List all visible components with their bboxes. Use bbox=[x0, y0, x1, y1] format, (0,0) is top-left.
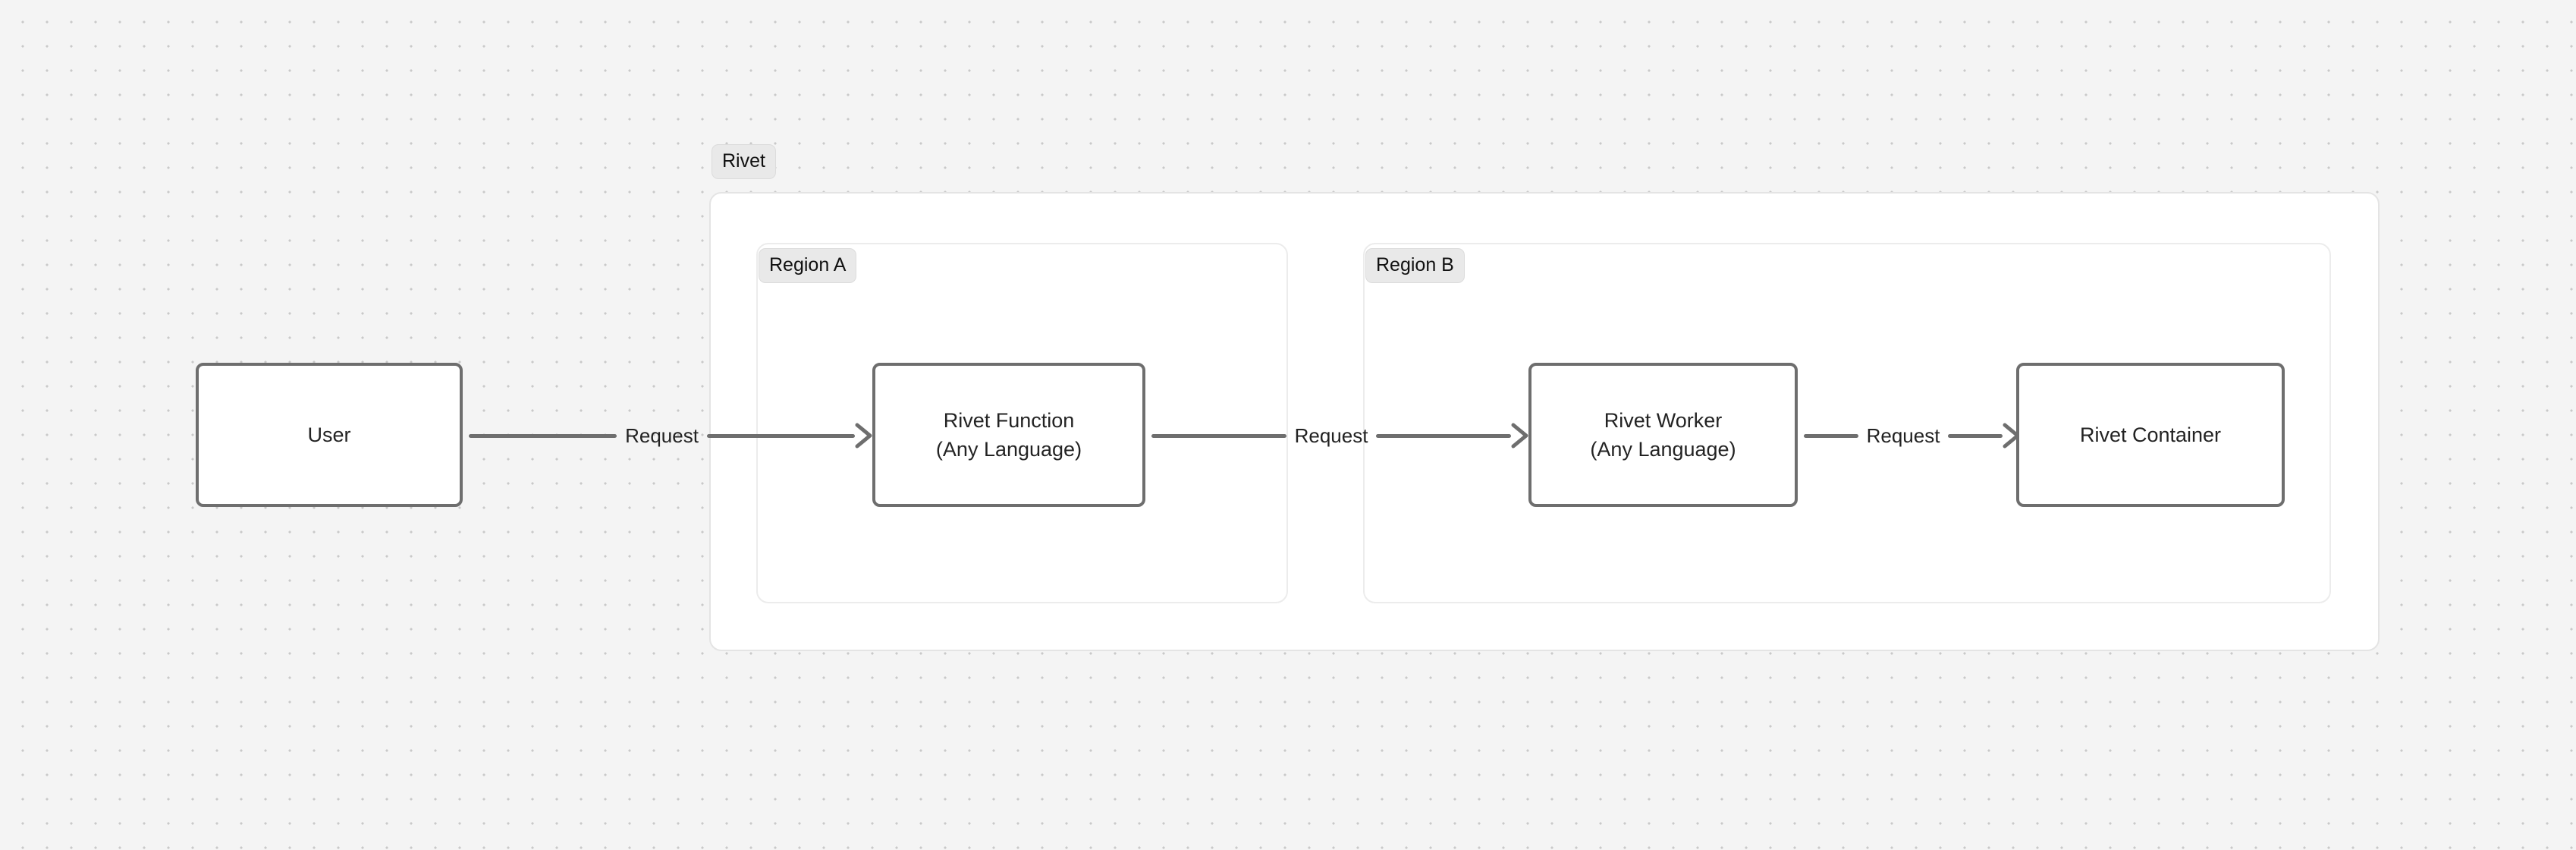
node-rivet-container[interactable]: Rivet Container bbox=[2016, 363, 2285, 507]
node-user-label: User bbox=[307, 423, 351, 446]
edge-label-request: Request bbox=[625, 424, 699, 447]
node-user[interactable]: User bbox=[196, 363, 463, 507]
group-label-rivet[interactable]: Rivet bbox=[712, 144, 776, 179]
group-label-region-b[interactable]: Region B bbox=[1365, 248, 1465, 283]
group-label-region-a-text: Region A bbox=[769, 254, 847, 275]
node-rivet-worker[interactable]: Rivet Worker (Any Language) bbox=[1528, 363, 1798, 507]
node-rivet-function-label: Rivet Function bbox=[943, 408, 1075, 432]
group-label-region-a[interactable]: Region A bbox=[759, 248, 857, 283]
edge-line-segment bbox=[469, 433, 617, 438]
node-rivet-container-label: Rivet Container bbox=[2079, 423, 2222, 446]
group-label-rivet-text: Rivet bbox=[722, 150, 765, 172]
node-rivet-worker-label: Rivet Worker bbox=[1604, 408, 1723, 432]
group-label-region-b-text: Region B bbox=[1376, 254, 1454, 275]
node-rivet-worker-sublabel: (Any Language) bbox=[1590, 438, 1736, 461]
node-rivet-function-sublabel: (Any Language) bbox=[935, 438, 1082, 461]
node-rivet-function[interactable]: Rivet Function (Any Language) bbox=[872, 363, 1145, 507]
